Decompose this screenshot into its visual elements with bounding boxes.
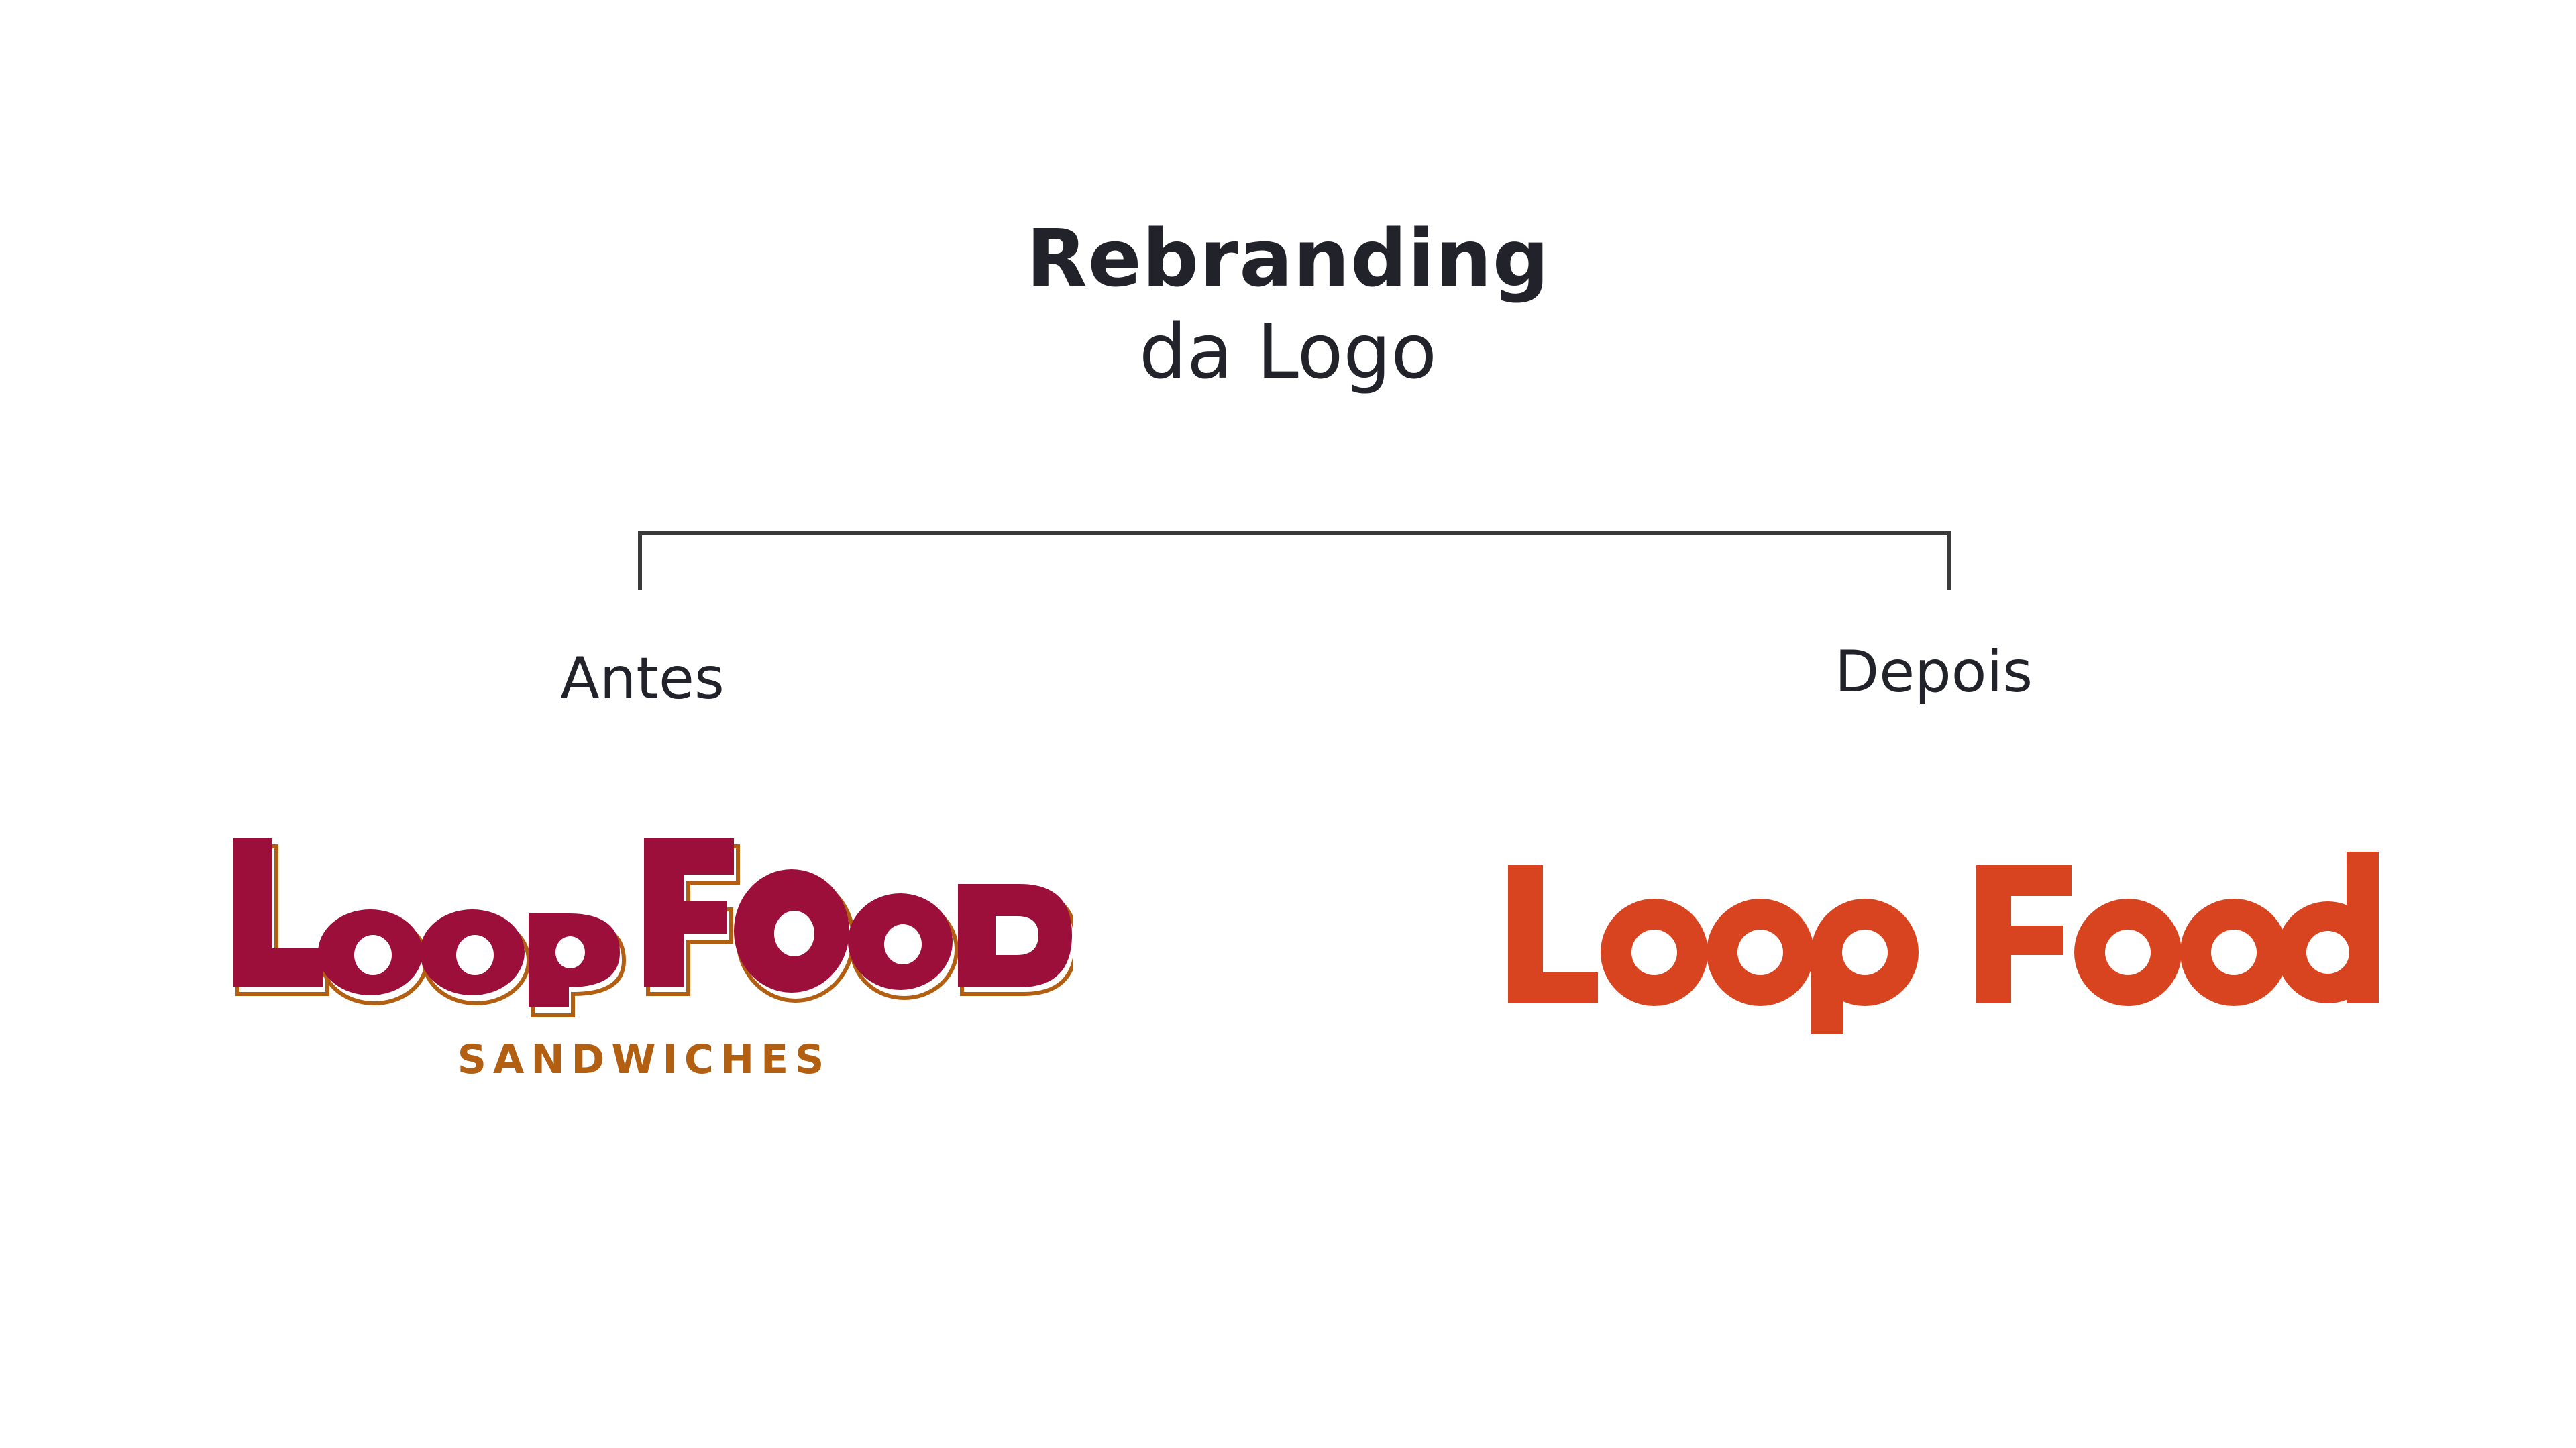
new-logo xyxy=(1508,852,2379,1034)
title-line-1: Rebranding xyxy=(1026,212,1550,304)
title-block: Rebranding da Logo xyxy=(953,211,1623,399)
label-after: Depois xyxy=(1835,638,2033,706)
label-before: Antes xyxy=(560,645,724,712)
connector-line xyxy=(638,531,1951,590)
old-logo-tagline: SANDWICHES xyxy=(458,1036,831,1083)
old-logo: SANDWICHES xyxy=(233,838,1073,1083)
old-logo-counters xyxy=(354,911,1038,975)
old-logo-letters xyxy=(233,838,1072,1007)
title-line-2: da Logo xyxy=(1139,309,1437,396)
new-logo-counters xyxy=(1631,930,2349,975)
connector-bracket xyxy=(638,531,1951,590)
